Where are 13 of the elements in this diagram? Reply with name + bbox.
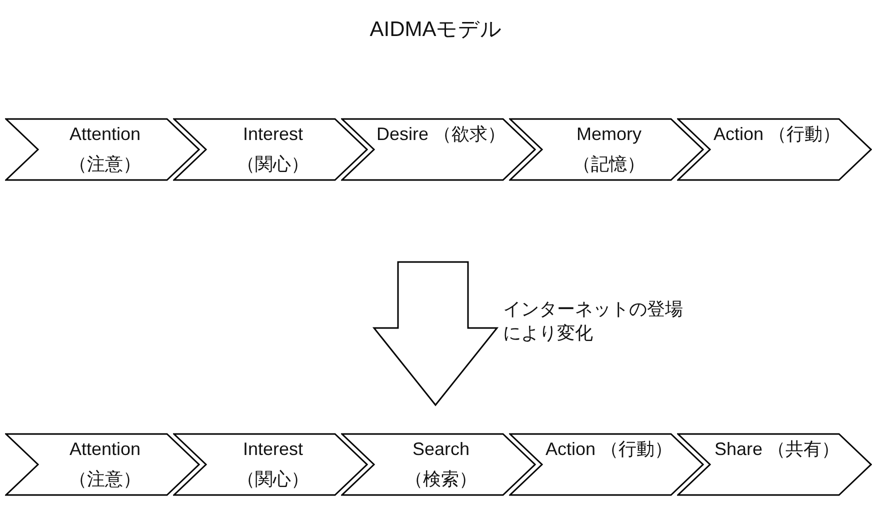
chevron-step: Attention （注意） <box>5 118 200 181</box>
chevron-step: Desire （欲求） <box>341 118 536 181</box>
chevron-step: Interest （関心） <box>173 433 368 496</box>
chevron-step: Action （行動） <box>677 118 872 181</box>
chevron-step: Search （検索） <box>341 433 536 496</box>
chevron-step: Action （行動） <box>509 433 704 496</box>
down-arrow <box>372 261 499 407</box>
title: AIDMAモデル <box>368 17 504 43</box>
chevron-step: Memory （記憶） <box>509 118 704 181</box>
chevron-step: Attention （注意） <box>5 433 200 496</box>
note-text: インターネットの登場により変化 <box>503 298 684 345</box>
chevron-step: Interest （関心） <box>173 118 368 181</box>
chevron-step: Share （共有） <box>677 433 872 496</box>
